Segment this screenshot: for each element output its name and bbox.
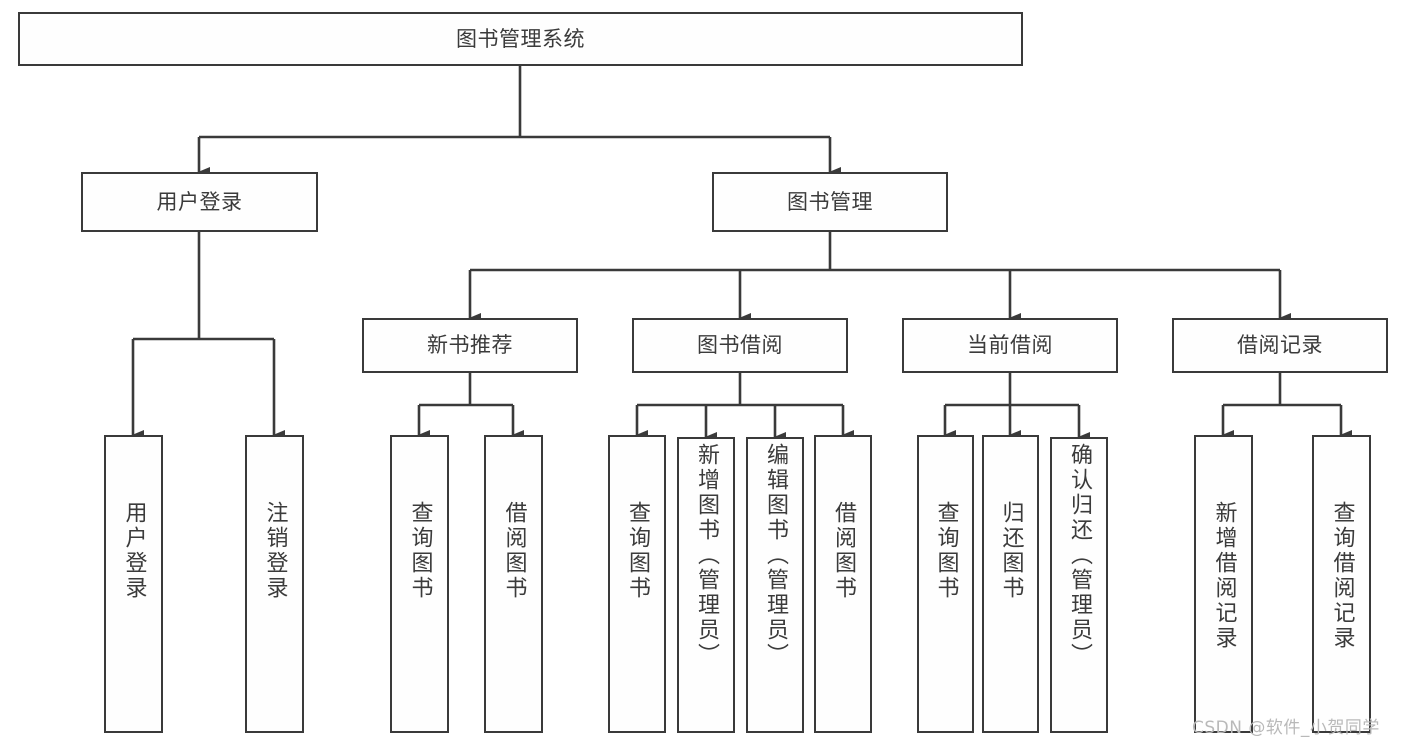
node-leaf-borrow-book-2-label: 借阅图书 <box>831 501 856 601</box>
book-borrow-connectors <box>635 373 854 442</box>
borrow-record-connectors <box>1221 373 1352 440</box>
node-leaf-edit-book[interactable]: 编辑图书（管理员） <box>746 437 804 733</box>
root-connectors <box>197 66 841 177</box>
node-current-borrow-label: 当前借阅 <box>967 333 1053 358</box>
node-leaf-query-book-3-label: 查询图书 <box>933 501 959 601</box>
node-leaf-return-book[interactable]: 归还图书 <box>982 435 1039 733</box>
node-leaf-logout-label: 注销登录 <box>262 501 288 601</box>
node-leaf-user-login-label: 用户登录 <box>121 501 147 601</box>
node-leaf-borrow-book-1-label: 借阅图书 <box>501 501 527 601</box>
current-borrow-connectors <box>943 373 1090 442</box>
user-login-connectors <box>131 232 285 440</box>
node-leaf-query-record[interactable]: 查询借阅记录 <box>1312 435 1371 733</box>
node-leaf-edit-book-label: 编辑图书（管理员） <box>763 443 788 668</box>
new-book-recommend-connectors <box>417 373 524 440</box>
node-leaf-confirm-return[interactable]: 确认归还（管理员） <box>1050 437 1108 733</box>
node-root-label: 图书管理系统 <box>456 26 585 51</box>
node-leaf-query-record-label: 查询借阅记录 <box>1329 501 1355 651</box>
book-manage-connectors <box>468 232 1291 323</box>
node-leaf-add-book-label: 新增图书（管理员） <box>694 443 719 668</box>
node-borrow-record-label: 借阅记录 <box>1237 333 1323 358</box>
node-new-book-recommend-label: 新书推荐 <box>427 333 513 358</box>
node-leaf-confirm-return-label: 确认归还（管理员） <box>1067 443 1092 668</box>
node-book-manage-label: 图书管理 <box>787 189 873 214</box>
node-leaf-query-book-2-label: 查询图书 <box>625 501 650 601</box>
node-leaf-logout[interactable]: 注销登录 <box>245 435 304 733</box>
node-leaf-user-login[interactable]: 用户登录 <box>104 435 163 733</box>
node-leaf-query-book-2[interactable]: 查询图书 <box>608 435 666 733</box>
node-leaf-add-record-label: 新增借阅记录 <box>1211 501 1237 651</box>
node-leaf-query-book-1[interactable]: 查询图书 <box>390 435 449 733</box>
node-leaf-borrow-book-2[interactable]: 借阅图书 <box>814 435 872 733</box>
node-current-borrow[interactable]: 当前借阅 <box>902 318 1118 373</box>
node-leaf-borrow-book-1[interactable]: 借阅图书 <box>484 435 543 733</box>
node-leaf-query-book-1-label: 查询图书 <box>407 501 433 601</box>
node-book-borrow[interactable]: 图书借阅 <box>632 318 848 373</box>
node-leaf-return-book-label: 归还图书 <box>998 501 1024 601</box>
node-user-login-label: 用户登录 <box>156 189 243 214</box>
node-new-book-recommend[interactable]: 新书推荐 <box>362 318 578 373</box>
node-leaf-add-record[interactable]: 新增借阅记录 <box>1194 435 1253 733</box>
node-leaf-query-book-3[interactable]: 查询图书 <box>917 435 974 733</box>
node-root[interactable]: 图书管理系统 <box>18 12 1023 66</box>
node-leaf-add-book[interactable]: 新增图书（管理员） <box>677 437 735 733</box>
node-book-borrow-label: 图书借阅 <box>697 333 783 358</box>
node-user-login[interactable]: 用户登录 <box>81 172 318 232</box>
node-book-manage[interactable]: 图书管理 <box>712 172 948 232</box>
node-borrow-record[interactable]: 借阅记录 <box>1172 318 1388 373</box>
